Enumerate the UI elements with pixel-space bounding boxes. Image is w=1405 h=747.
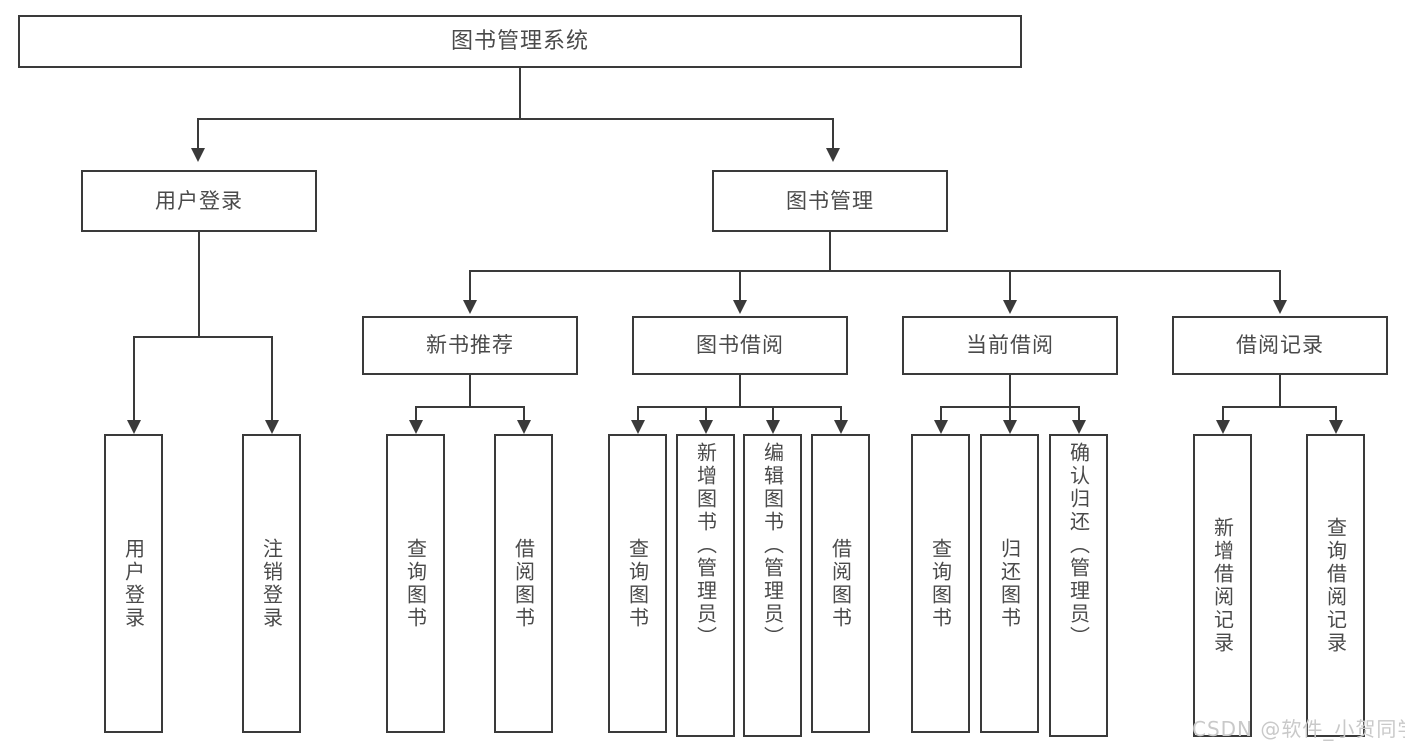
connector-user-login-bar [133,336,272,338]
connector-drop-leaf-book-borrow-1 [637,406,639,420]
leaf-label: 查询借阅记录 [1323,516,1348,655]
node-label: 用户登录 [155,188,243,213]
connector-drop-borrow-record [1279,270,1281,300]
leaf-label: 注销登录 [259,537,284,630]
leaf-label: 借阅图书 [828,537,853,630]
leaf-label: 查询图书 [928,537,953,630]
leaf-label: 查询图书 [403,537,428,630]
leaf-book-borrow-add-book-admin[interactable]: 新增图书（管理员） [676,434,735,737]
arrow-head-leaf-user-login-2 [265,420,279,434]
connector-drop-book-borrow [739,270,741,300]
node-current-borrow[interactable]: 当前借阅 [902,316,1118,375]
leaf-book-borrow-edit-book-admin[interactable]: 编辑图书（管理员） [743,434,802,737]
connector-borrow-record-stem [1279,375,1281,406]
arrow-head-leaf-book-borrow-3 [766,420,780,434]
connector-new-book-bar [415,406,524,408]
leaf-book-borrow-query-book[interactable]: 查询图书 [608,434,667,733]
connector-drop-leaf-book-borrow-4 [840,406,842,420]
arrow-head-leaf-new-book-2 [517,420,531,434]
arrow-head-leaf-book-borrow-1 [631,420,645,434]
arrow-head-borrow-record [1273,300,1287,314]
arrow-head-current-borrow [1003,300,1017,314]
connector-drop-current-borrow [1009,270,1011,300]
leaf-user-login-logout[interactable]: 注销登录 [242,434,301,733]
arrow-head-book-borrow [733,300,747,314]
connector-current-borrow-stem [1009,375,1011,406]
leaf-label: 编辑图书（管理员） [760,442,785,649]
node-label: 图书管理 [786,188,874,213]
arrow-head-leaf-current-borrow-2 [1003,420,1017,434]
arrow-head-user-login [191,148,205,162]
arrow-head-book-manage [826,148,840,162]
leaf-label: 新增图书（管理员） [693,442,718,649]
connector-drop-leaf-book-borrow-2 [705,406,707,420]
connector-drop-new-book [469,270,471,300]
leaf-new-book-borrow-book[interactable]: 借阅图书 [494,434,553,733]
leaf-label: 归还图书 [997,537,1022,630]
arrow-head-leaf-book-borrow-4 [834,420,848,434]
connector-drop-leaf-user-login-2 [271,336,273,420]
leaf-borrow-record-query-record[interactable]: 查询借阅记录 [1306,434,1365,737]
connector-borrow-record-bar [1222,406,1336,408]
arrow-head-leaf-borrow-record-1 [1216,420,1230,434]
leaf-current-borrow-return-book[interactable]: 归还图书 [980,434,1039,733]
connector-drop-leaf-new-book-2 [523,406,525,420]
leaf-book-borrow-borrow-book[interactable]: 借阅图书 [811,434,870,733]
node-label: 图书管理系统 [450,28,589,54]
node-label: 新书推荐 [426,333,514,358]
connector-root-bar [197,118,834,120]
leaf-label: 用户登录 [121,537,146,630]
leaf-user-login-login[interactable]: 用户登录 [104,434,163,733]
leaf-label: 借阅图书 [511,537,536,630]
leaf-label: 确认归还（管理员） [1066,442,1091,649]
connector-drop-leaf-current-borrow-1 [940,406,942,420]
node-root-system[interactable]: 图书管理系统 [18,15,1022,68]
connector-book-borrow-stem [739,375,741,406]
node-label: 当前借阅 [966,333,1054,358]
connector-drop-user-login [197,118,199,148]
node-label: 图书借阅 [696,333,784,358]
leaf-new-book-query-book[interactable]: 查询图书 [386,434,445,733]
node-label: 借阅记录 [1236,333,1324,358]
connector-drop-leaf-borrow-record-1 [1222,406,1224,420]
connector-drop-leaf-user-login-1 [133,336,135,420]
node-borrow-record[interactable]: 借阅记录 [1172,316,1388,375]
arrow-head-leaf-new-book-1 [409,420,423,434]
connector-drop-leaf-book-borrow-3 [772,406,774,420]
arrow-head-leaf-book-borrow-2 [699,420,713,434]
arrow-head-new-book [463,300,477,314]
connector-book-manage-bar [469,270,1279,272]
connector-drop-leaf-current-borrow-3 [1078,406,1080,420]
arrow-head-leaf-current-borrow-3 [1072,420,1086,434]
arrow-head-leaf-borrow-record-2 [1329,420,1343,434]
connector-new-book-stem [469,375,471,406]
connector-drop-book-manage [832,118,834,148]
leaf-borrow-record-add-record[interactable]: 新增借阅记录 [1193,434,1252,737]
connector-drop-leaf-current-borrow-2 [1009,406,1011,420]
connector-user-login-stem [198,232,200,336]
connector-drop-leaf-new-book-1 [415,406,417,420]
connector-drop-leaf-borrow-record-2 [1335,406,1337,420]
connector-root-stem [519,68,521,118]
node-book-management[interactable]: 图书管理 [712,170,948,232]
connector-book-manage-stem [829,232,831,270]
node-user-login[interactable]: 用户登录 [81,170,317,232]
leaf-label: 新增借阅记录 [1210,516,1235,655]
node-new-book-recommend[interactable]: 新书推荐 [362,316,578,375]
arrow-head-leaf-user-login-1 [127,420,141,434]
node-book-borrow[interactable]: 图书借阅 [632,316,848,375]
connector-book-borrow-bar [637,406,841,408]
leaf-current-borrow-query-book[interactable]: 查询图书 [911,434,970,733]
leaf-current-borrow-confirm-return-admin[interactable]: 确认归还（管理员） [1049,434,1108,737]
leaf-label: 查询图书 [625,537,650,630]
arrow-head-leaf-current-borrow-1 [934,420,948,434]
